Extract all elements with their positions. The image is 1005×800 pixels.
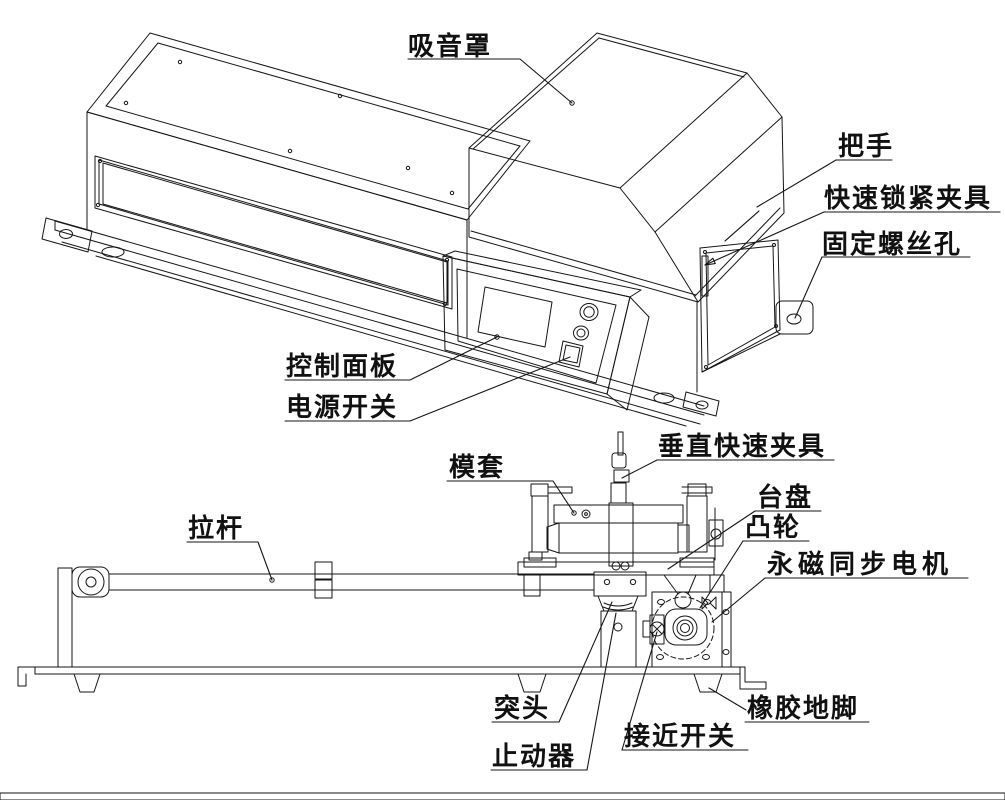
leader-arrowhead [704, 257, 716, 266]
panel-button-large [579, 303, 599, 321]
top-view-machine [41, 32, 814, 427]
part-labels: 吸音罩 把手 快速锁紧夹具 固定螺丝孔 控制面板 电源开关 垂直快速夹具 模套 … [188, 31, 992, 771]
leader-fixing-screw-hole [794, 256, 971, 319]
machine-base-rail [41, 217, 705, 427]
leader-handle [756, 159, 893, 208]
machine-top-face [86, 32, 531, 221]
leader-cam [699, 540, 810, 609]
label-pull-rod: 拉杆 [188, 513, 244, 543]
stopper-part [600, 610, 637, 668]
label-quick-lock-clamp: 快速锁紧夹具 [824, 183, 992, 213]
rubber-foot [73, 673, 101, 693]
rubber-foot [693, 673, 723, 693]
leader-stopper [490, 612, 617, 771]
platform-plate [517, 561, 715, 576]
rubber-foot [517, 673, 547, 693]
label-handle: 把手 [838, 132, 894, 161]
vertical-quick-clamp [610, 431, 630, 504]
leader-power-switch [284, 356, 571, 422]
right-toggle-clamp [679, 483, 724, 568]
machine-right-body [653, 239, 814, 417]
cam-profile [651, 596, 715, 660]
stopper-stack [593, 571, 647, 668]
leader-die-sleeve [446, 480, 575, 514]
label-die-sleeve: 模套 [449, 453, 505, 482]
power-rocker-switch [558, 340, 584, 368]
label-rubber-foot: 橡胶地脚 [747, 693, 859, 723]
perforated-side-panel [705, 245, 776, 366]
vent-grille [102, 162, 448, 304]
label-sound-absorbing-hood: 吸音罩 [408, 31, 492, 61]
leader-quick-lock-clamp [704, 211, 1001, 266]
footer-strip [0, 792, 1005, 800]
label-stopper: 止动器 [492, 742, 576, 771]
label-vertical-quick-clamp: 垂直快速夹具 [658, 432, 826, 461]
pull-rod [108, 561, 595, 599]
label-pm-synchronous-motor: 永磁同步电机 [767, 549, 953, 579]
label-protruding-head: 突头 [494, 693, 550, 723]
label-power-switch: 电源开关 [286, 393, 398, 422]
leader-control-panel [284, 336, 498, 381]
left-toggle-clamp [523, 483, 573, 568]
callouts [186, 58, 1001, 771]
bottom-view-mechanism [17, 431, 767, 693]
panel-button-small [573, 325, 589, 341]
label-proximity-switch: 接近开关 [624, 722, 736, 751]
leader-sound-absorbing-hood [407, 58, 573, 104]
proximity-switch-part [642, 614, 665, 645]
machine-front-face [86, 111, 468, 339]
control-panel [442, 250, 650, 411]
label-cam: 凸轮 [745, 513, 801, 542]
leader-pull-rod [186, 541, 273, 581]
label-control-panel: 控制面板 [286, 352, 398, 381]
label-fixing-screw-hole: 固定螺丝孔 [822, 229, 962, 259]
leader-pm-motor [711, 577, 969, 623]
die-sleeve-assembly [517, 431, 725, 597]
leader-protruding-head [491, 601, 613, 723]
pivot-post [57, 566, 110, 668]
leader-proximity-switch [621, 631, 749, 751]
cam-motor-unit [642, 574, 732, 668]
label-platform: 台盘 [757, 482, 813, 512]
panel-screen [477, 286, 553, 348]
mechanism-base [17, 666, 767, 693]
acoustic-hood [468, 32, 785, 303]
leader-rubber-foot [708, 687, 870, 723]
leader-platform [667, 510, 822, 570]
leader-vertical-quick-clamp [621, 459, 835, 479]
